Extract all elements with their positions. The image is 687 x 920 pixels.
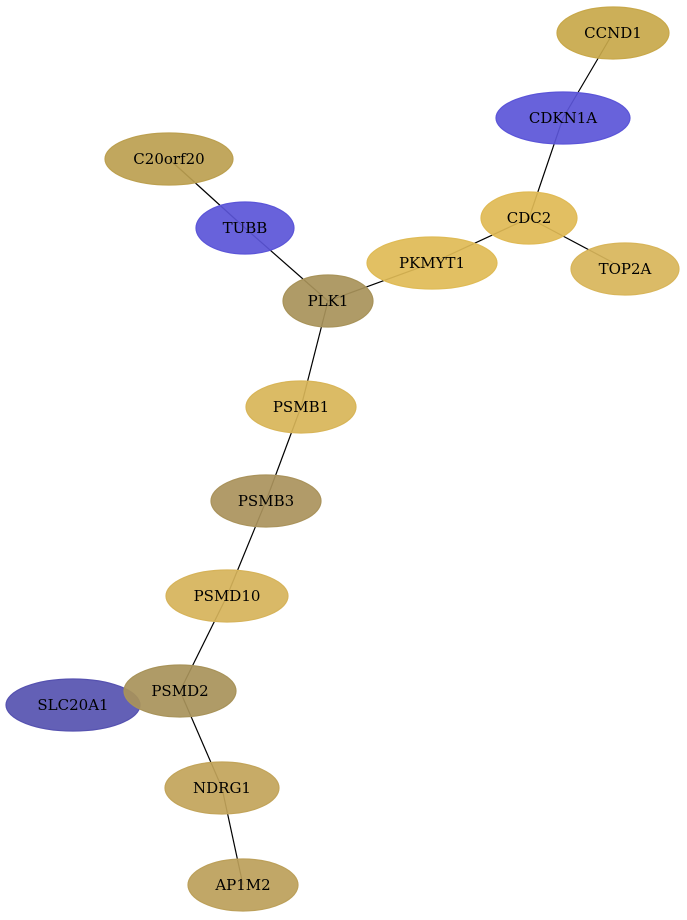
node-ellipse[interactable]	[187, 858, 299, 912]
node-ellipse[interactable]	[210, 474, 322, 528]
node-cdc2[interactable]: CDC2	[480, 191, 578, 245]
node-label: TUBB	[223, 219, 268, 237]
node-ellipse[interactable]	[556, 6, 670, 60]
node-ap1m2[interactable]: AP1M2	[187, 858, 299, 912]
node-label: AP1M2	[214, 876, 270, 894]
node-label: PKMYT1	[399, 254, 465, 272]
node-ellipse[interactable]	[480, 191, 578, 245]
node-label: NDRG1	[193, 779, 251, 797]
node-tubb[interactable]: TUBB	[195, 201, 295, 255]
node-ellipse[interactable]	[123, 664, 237, 718]
node-label: PSMD10	[194, 587, 261, 605]
node-label: PLK1	[308, 292, 349, 310]
node-label: CDC2	[507, 209, 552, 227]
node-ccnd1[interactable]: CCND1	[556, 6, 670, 60]
node-ellipse[interactable]	[366, 236, 498, 290]
node-pkmyt1[interactable]: PKMYT1	[366, 236, 498, 290]
node-c20orf20[interactable]: C20orf20	[104, 132, 234, 186]
node-label: TOP2A	[599, 260, 652, 278]
node-slc20a1[interactable]: SLC20A1	[5, 678, 141, 732]
node-label: CDKN1A	[529, 109, 597, 127]
node-label: PSMB1	[273, 398, 329, 416]
node-label: PSMD2	[151, 682, 208, 700]
node-ellipse[interactable]	[195, 201, 295, 255]
node-ndrg1[interactable]: NDRG1	[164, 761, 280, 815]
node-ellipse[interactable]	[570, 242, 680, 296]
node-ellipse[interactable]	[495, 91, 631, 145]
node-psmb1[interactable]: PSMB1	[245, 380, 357, 434]
node-label: C20orf20	[133, 150, 204, 168]
node-label: SLC20A1	[37, 696, 108, 714]
node-plk1[interactable]: PLK1	[282, 274, 374, 328]
node-cdkn1a[interactable]: CDKN1A	[495, 91, 631, 145]
edges-layer	[168, 32, 626, 886]
node-ellipse[interactable]	[282, 274, 374, 328]
node-ellipse[interactable]	[245, 380, 357, 434]
node-ellipse[interactable]	[165, 569, 289, 623]
node-label: CCND1	[584, 24, 642, 42]
node-psmd2[interactable]: PSMD2	[123, 664, 237, 718]
node-psmb3[interactable]: PSMB3	[210, 474, 322, 528]
node-ellipse[interactable]	[164, 761, 280, 815]
node-top2a[interactable]: TOP2A	[570, 242, 680, 296]
node-label: PSMB3	[238, 492, 294, 510]
node-ellipse[interactable]	[104, 132, 234, 186]
node-psmd10[interactable]: PSMD10	[165, 569, 289, 623]
